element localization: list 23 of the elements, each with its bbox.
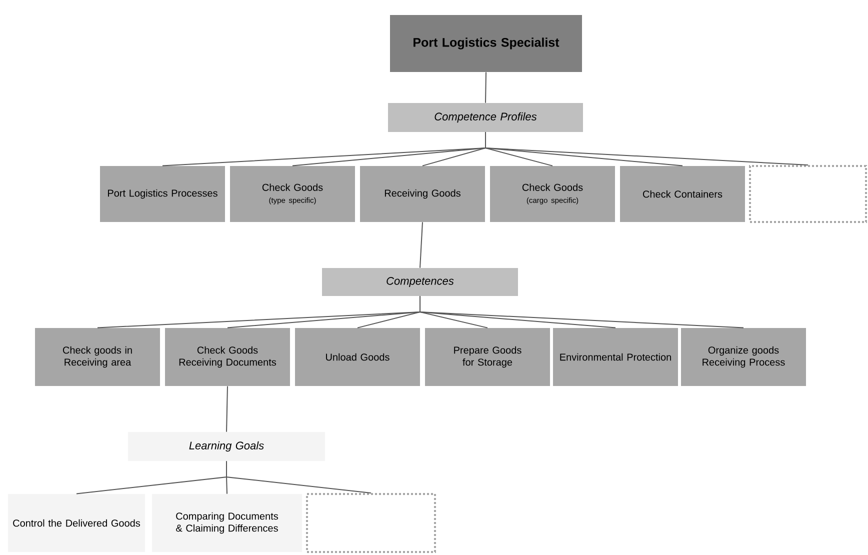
- node-box: Check goods in Receiving area: [35, 328, 160, 386]
- empty-box: [306, 493, 436, 553]
- level-heading-box: Learning Goals: [128, 432, 325, 461]
- node-box: Check Goods Receiving Documents: [165, 328, 290, 386]
- node-box: Port Logistics Processes: [100, 166, 225, 222]
- node-box: Organize goods Receiving Process: [681, 328, 806, 386]
- title-box: Port Logistics Specialist: [390, 15, 582, 72]
- connector-line: [226, 460, 372, 494]
- connector-line: [226, 386, 228, 432]
- connector-line: [420, 222, 423, 268]
- node-box: Environmental Protection: [553, 328, 678, 386]
- connector-line: [485, 72, 486, 104]
- node-box: Comparing Documents & Claiming Differences: [152, 494, 302, 552]
- node-box: Prepare Goods for Storage: [425, 328, 550, 386]
- empty-box: [749, 165, 867, 223]
- level-heading-box: Competences: [322, 268, 518, 296]
- node-box: Control the Delivered Goods: [8, 494, 145, 552]
- node-box: Unload Goods: [295, 328, 420, 386]
- node-box: Check Containers: [620, 166, 745, 222]
- level-heading-box: Competence Profiles: [388, 103, 583, 132]
- connector-line: [485, 132, 808, 166]
- connector-line: [420, 296, 744, 328]
- node-box: Receiving Goods: [360, 166, 485, 222]
